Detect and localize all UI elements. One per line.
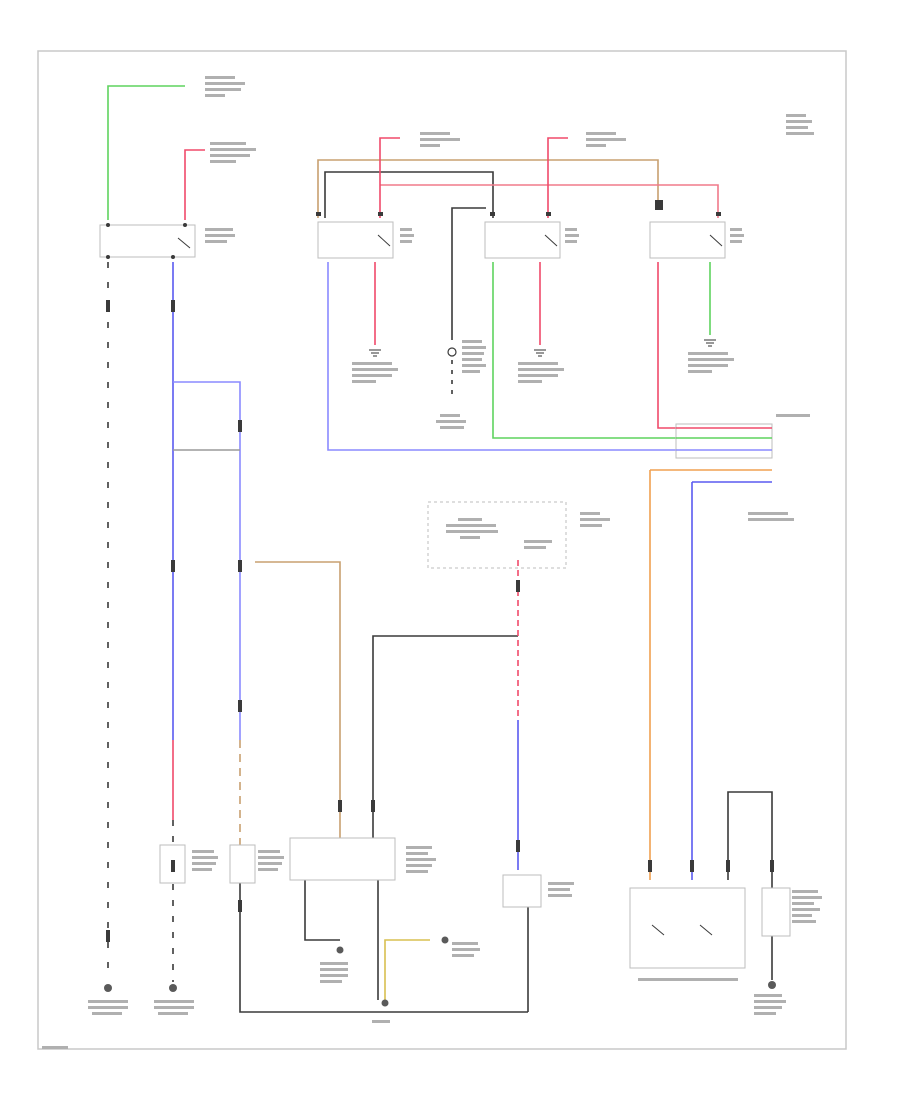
relay-boxes-top [317,221,726,259]
ground-symbols-left [104,984,177,992]
wire-black-center-3 [304,880,340,941]
right-lower-wires [649,470,773,980]
wire-red-top [184,149,205,220]
switch-module-box [629,887,746,969]
top-relay-wires [317,137,770,451]
ground-symbols-top [369,339,716,357]
switch-box [229,844,256,884]
connector-block [675,423,773,459]
wire-black-lower [239,880,528,1013]
connector-markers [106,300,774,942]
left-relay [99,223,196,259]
switch-contacts-right [651,924,713,936]
wire-pink-bus [380,184,719,218]
wire-black-mid [451,207,486,340]
relay-box-left [99,224,196,258]
ground-icon [104,984,112,992]
left-circuit [107,85,528,1013]
wire-red-2 [547,137,568,218]
ground-icon [381,999,389,1007]
ground-icon [704,339,716,347]
left-switches [159,844,256,884]
relay-box-center [289,837,396,881]
wire-yellow-center [384,939,430,1000]
center-wires [255,560,529,1012]
relay-box-2 [484,221,561,259]
wire-blue-bus [327,262,770,451]
switch-box-center [502,874,542,908]
wire-black-bus [324,171,494,218]
relay-box-1 [317,221,394,259]
connector-pins-top [316,200,721,216]
wire-red-1 [379,137,400,218]
ground-icon [441,936,449,944]
sensor-box [761,887,791,937]
wire-green-top [107,85,185,220]
center-components [289,837,542,908]
ground-icon [534,349,546,357]
ground-icon [336,946,344,954]
center-grounds [336,936,449,1007]
wire-blue-branch [173,381,241,740]
label-marks [42,76,822,1049]
wire-tan-center [255,561,341,850]
diagram-frame [37,50,847,1050]
wire-red-bus [657,262,770,429]
relay-contacts [377,234,723,247]
ground-icon [169,984,177,992]
relay-box-3 [649,221,726,259]
ground-icon [768,981,776,989]
right-connector [650,423,773,483]
ground-icon [447,347,457,357]
ground-icon [369,349,381,357]
wire-black-right [727,791,773,980]
wire-tan-bus [317,159,659,218]
dashed-module-box [427,501,567,569]
wire-black-center [372,635,518,850]
